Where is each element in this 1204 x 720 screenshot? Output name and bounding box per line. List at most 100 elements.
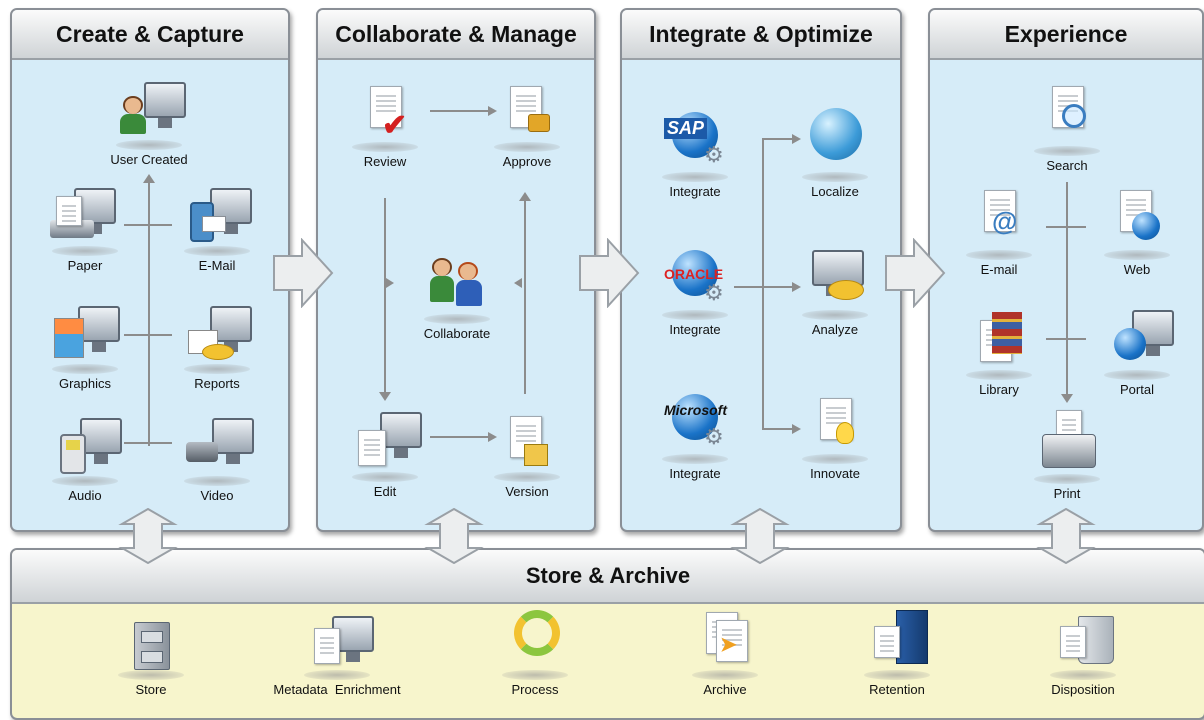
video-item[interactable]: Video (162, 412, 272, 503)
lock-icon (528, 114, 550, 132)
review-item[interactable]: ✔ Review (330, 78, 440, 169)
books-icon (992, 312, 1022, 354)
audio-label: Audio (68, 488, 102, 503)
bidirectional-arrow-icon (118, 508, 178, 564)
localize-label: Localize (811, 184, 859, 199)
connector-line (124, 224, 172, 226)
integrate-sap-item[interactable]: SAP⚙ Integrate (640, 108, 750, 199)
graphics-item[interactable]: Graphics (30, 300, 140, 391)
store-archive-panel: Store & Archive Store Metadata Enrichmen… (10, 548, 1204, 720)
version-item[interactable]: Version (472, 408, 582, 499)
collaborate-item[interactable]: Collaborate (402, 250, 512, 341)
analyze-item[interactable]: Analyze (780, 246, 890, 337)
email-item[interactable]: @ E-mail (944, 186, 1054, 277)
paper-label: Paper (67, 258, 103, 273)
connector-line (1066, 182, 1068, 396)
arrow-head-icon (1061, 394, 1073, 403)
arrow-head-icon (792, 134, 801, 144)
flow-arrow-icon (885, 238, 946, 308)
connector-line (524, 198, 526, 394)
flow-arrow-icon (273, 238, 334, 308)
library-label: Library (979, 382, 1019, 397)
bidirectional-arrow-icon (730, 508, 790, 564)
process-label: Process (511, 682, 559, 697)
lightbulb-icon (836, 422, 854, 444)
connector-line (1046, 226, 1086, 228)
bidirectional-arrow-icon (1036, 508, 1096, 564)
email-label: E-mail (980, 262, 1018, 277)
document-icon (510, 86, 542, 128)
disposition-item[interactable]: Disposition (1008, 610, 1158, 697)
arrow-right-icon: ➤ (720, 634, 737, 656)
connector-line (762, 428, 794, 430)
arrow-head-icon (514, 278, 522, 288)
web-label: Web (1123, 262, 1151, 277)
arrow-head-icon (488, 106, 497, 116)
arrow-head-icon (386, 278, 394, 288)
globe-puzzle-icon (810, 108, 862, 160)
portal-item[interactable]: Portal (1082, 306, 1192, 397)
arrow-head-icon (792, 424, 801, 434)
flow-arrow-icon (579, 238, 640, 308)
connector-line (762, 138, 794, 140)
retention-item[interactable]: Retention (822, 610, 972, 697)
connector-line (124, 442, 172, 444)
version-label: Version (505, 484, 549, 499)
paper-item[interactable]: Paper (30, 182, 140, 273)
localize-item[interactable]: Localize (780, 108, 890, 199)
arrow-head-icon (792, 282, 801, 292)
connector-line (124, 334, 172, 336)
process-item[interactable]: Process (460, 610, 610, 697)
monitor-icon (80, 418, 122, 464)
people-icon (430, 256, 486, 312)
email-item[interactable]: E-Mail (162, 182, 272, 273)
innovate-item[interactable]: Innovate (780, 390, 890, 481)
review-label: Review (363, 154, 407, 169)
document-icon (1060, 626, 1086, 658)
integrate-microsoft-item[interactable]: Microsoft ⚙ Integrate (640, 390, 750, 481)
analyze-label: Analyze (811, 322, 859, 337)
panel-title: Integrate & Optimize (622, 10, 900, 60)
retention-label: Retention (869, 682, 925, 697)
document-icon (874, 626, 900, 658)
globe-icon (1114, 328, 1146, 360)
edit-label: Edit (373, 484, 397, 499)
connector-line (762, 138, 764, 430)
audio-item[interactable]: Audio (30, 412, 140, 503)
file-cabinet-icon (134, 622, 170, 670)
save-disk-icon (524, 444, 548, 466)
audio-player-icon (60, 434, 86, 474)
collaborate-label: Collaborate (423, 326, 491, 341)
user-icon (120, 96, 146, 134)
graphics-label: Graphics (58, 376, 112, 391)
checkmark-icon: ✔ (382, 109, 408, 142)
metadata-enrichment-item[interactable]: Metadata Enrichment (262, 610, 412, 697)
web-item[interactable]: Web (1082, 186, 1192, 277)
reports-label: Reports (194, 376, 240, 391)
connector-line (430, 436, 490, 438)
gear-icon: ⚙ (704, 142, 724, 167)
integrate-label: Integrate (669, 466, 721, 481)
integrate-oracle-item[interactable]: ORACLE⚙ Integrate (640, 246, 750, 337)
gear-icon: ⚙ (704, 424, 724, 449)
image-file-icon (54, 318, 84, 358)
microsoft-logo: Microsoft (664, 402, 727, 418)
approve-label: Approve (502, 154, 552, 169)
collaborate-manage-panel: Collaborate & Manage ✔ Review Approve Co… (316, 8, 596, 532)
reports-item[interactable]: Reports (162, 300, 272, 391)
search-item[interactable]: Search (1012, 82, 1122, 173)
archive-item[interactable]: ➤ Archive (650, 610, 800, 697)
print-item[interactable]: Print (1012, 410, 1122, 501)
arrow-head-icon (519, 192, 531, 201)
approve-item[interactable]: Approve (472, 78, 582, 169)
library-item[interactable]: Library (944, 306, 1054, 397)
printer-icon (1042, 434, 1096, 468)
server-icon (896, 610, 928, 664)
edit-item[interactable]: Edit (330, 408, 440, 499)
store-item[interactable]: Store (76, 610, 226, 697)
pie-chart-icon (828, 280, 864, 300)
gear-icon: ⚙ (704, 280, 724, 305)
metadata-enrichment-label: Metadata Enrichment (273, 682, 401, 697)
user-created-item[interactable]: User Created (94, 76, 204, 167)
monitor-icon (380, 412, 422, 458)
